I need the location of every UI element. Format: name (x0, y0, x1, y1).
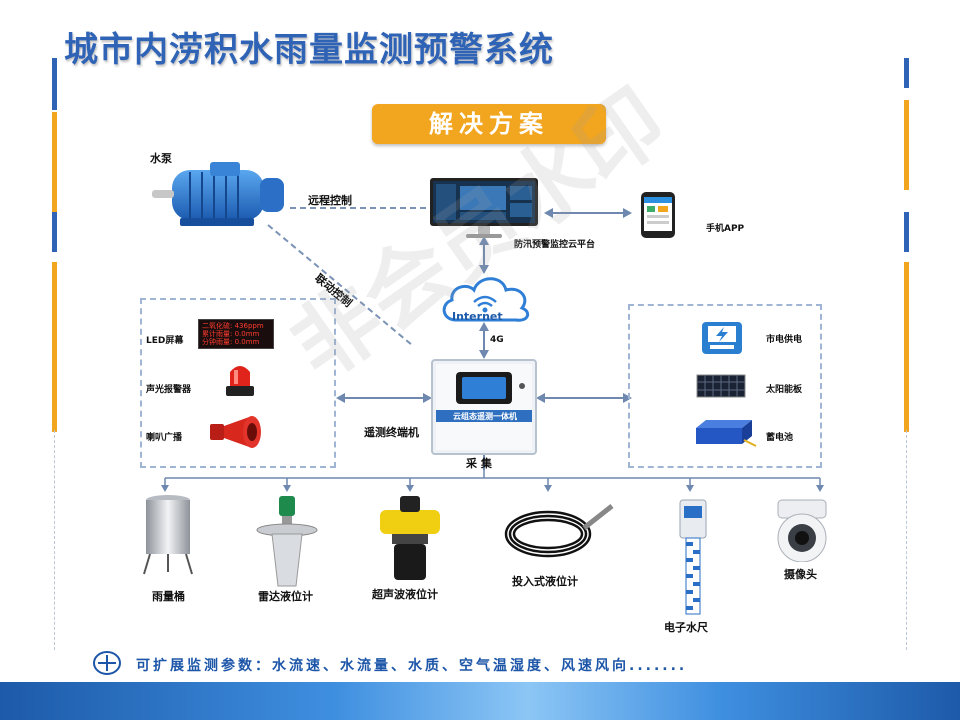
radar-level-meter-label: 雷达液位计 (258, 590, 313, 603)
platform-monitor-image (430, 178, 538, 238)
led-line: 二氧化硫: 436ppm (202, 322, 264, 330)
side-bar-right-orange (904, 100, 909, 190)
side-bar-right-orange2 (904, 262, 909, 432)
alarm-light-label: 声光报警器 (146, 385, 192, 395)
expandable-params-text: 可扩展监测参数：水流速、水流量、水质、空气温湿度、风速风向....... (136, 658, 688, 674)
frame-left-line (54, 430, 55, 650)
solution-badge: 解决方案 (372, 104, 606, 144)
horn-broadcast-label: 喇叭广播 (146, 433, 183, 443)
side-bar-left-orange (52, 112, 57, 212)
net-4g-label: 4G (490, 335, 504, 345)
radar-level-meter-image (256, 496, 318, 587)
led-line: 分钟雨量: 0.0mm (202, 338, 260, 346)
electronic-water-gauge-label: 电子水尺 (664, 621, 708, 634)
side-bar-left-blue (52, 58, 57, 110)
electronic-water-gauge-image (679, 499, 707, 615)
led-screen-label: LED屏幕 (146, 336, 184, 346)
internet-label: Internet (452, 310, 503, 323)
alarm-light-image (226, 366, 254, 396)
horn-speaker-image (210, 416, 261, 448)
power-supply-box (628, 304, 822, 468)
submersible-level-meter-image (504, 504, 614, 558)
terminal-panel-label: 云组态遥测一体机 (453, 412, 517, 421)
rain-gauge-image (143, 495, 193, 575)
internet-cloud-icon (442, 277, 530, 322)
side-bar-left-blue2 (52, 212, 57, 252)
platform-label: 防汛预警监控云平台 (514, 240, 596, 250)
bottom-band (0, 682, 960, 720)
terminal-label: 遥测终端机 (364, 426, 419, 439)
solar-panel-label: 太阳能板 (766, 385, 803, 395)
led-line: 累计雨量: 0.0mm (202, 330, 260, 338)
camera-label: 摄像头 (784, 568, 817, 581)
battery-label: 蓄电池 (766, 433, 794, 443)
side-bar-right-blue2 (904, 212, 909, 252)
led-screen-image: 二氧化硫: 436ppm 累计雨量: 0.0mm 分钟雨量: 0.0mm (198, 319, 274, 349)
battery-image (696, 420, 757, 447)
remote-control-label: 远程控制 (308, 194, 352, 207)
ultrasonic-level-meter-label: 超声波液位计 (372, 588, 438, 601)
solar-panel-image (696, 374, 746, 398)
alarm-output-box (140, 298, 336, 468)
water-pump-image (152, 162, 284, 226)
telemetry-terminal-image (431, 359, 537, 455)
mains-power-icon (702, 322, 742, 354)
pump-label: 水泵 (150, 152, 172, 165)
collect-label: 采 集 (466, 457, 492, 470)
mobile-app-label: 手机APP (706, 224, 745, 234)
mains-power-label: 市电供电 (766, 335, 803, 345)
rain-gauge-label: 雨量桶 (152, 590, 185, 603)
frame-right-line (906, 430, 907, 650)
ultrasonic-level-meter-image (380, 496, 440, 580)
mobile-phone-image (641, 192, 675, 238)
side-bar-left-orange2 (52, 262, 57, 432)
page-title: 城市内涝积水雨量监测预警系统 (64, 30, 554, 70)
plus-circle-icon (93, 651, 121, 675)
side-bar-right-blue (904, 58, 909, 88)
camera-image (777, 499, 827, 562)
submersible-level-meter-label: 投入式液位计 (512, 575, 578, 588)
